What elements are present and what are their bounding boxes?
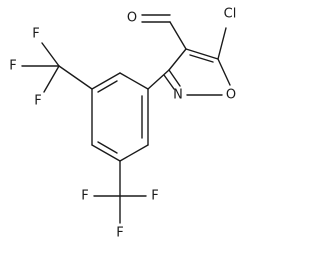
chemical-structure: Cl O N O F F F F F F bbox=[9, 7, 237, 241]
aldehyde-oxygen-label: O bbox=[127, 11, 137, 26]
ring-oxygen-label: O bbox=[226, 88, 236, 103]
bond-b3-b4 bbox=[91, 144, 121, 162]
bond-b6-b1 bbox=[119, 72, 149, 90]
fluorine-label-upper-top: F bbox=[32, 27, 39, 42]
ring-nitrogen-label: N bbox=[173, 88, 183, 103]
bond-c4-c5-double bbox=[189, 54, 214, 63]
bond-b3-b4-inner bbox=[97, 141, 118, 154]
bond-c3-phenyl bbox=[147, 69, 170, 90]
bond-cf3-upper-f-top bbox=[41, 42, 60, 67]
fluorine-label-lower-bottom: F bbox=[116, 226, 123, 241]
bond-n-c3 bbox=[168, 69, 181, 87]
fluorine-label-upper-left: F bbox=[9, 59, 16, 74]
bond-n-c3-double bbox=[163, 74, 175, 90]
bond-c5-o bbox=[217, 58, 231, 86]
benzene-ring bbox=[91, 72, 149, 162]
bond-cf3-upper-f-bottom bbox=[43, 65, 60, 93]
bond-c4-c5 bbox=[185, 48, 219, 60]
chlorine-label: Cl bbox=[224, 7, 237, 22]
bond-b2-b3 bbox=[119, 144, 149, 162]
bond-c5-cl bbox=[217, 27, 227, 60]
bond-b5-b6-inner bbox=[97, 80, 118, 93]
bond-ring-cf3-upper bbox=[58, 65, 93, 90]
cf3-group-lower bbox=[93, 160, 147, 224]
cf3-group-upper bbox=[21, 42, 93, 93]
fluorine-label-lower-right: F bbox=[151, 189, 158, 204]
bond-b5-b6 bbox=[91, 72, 121, 90]
bond-c3-c4 bbox=[168, 48, 187, 71]
fluorine-label-upper-bottom: F bbox=[34, 94, 41, 109]
bond-c4-cho bbox=[169, 21, 187, 50]
fluorine-label-lower-left: F bbox=[81, 189, 88, 204]
isoxazole-ring bbox=[163, 48, 231, 96]
